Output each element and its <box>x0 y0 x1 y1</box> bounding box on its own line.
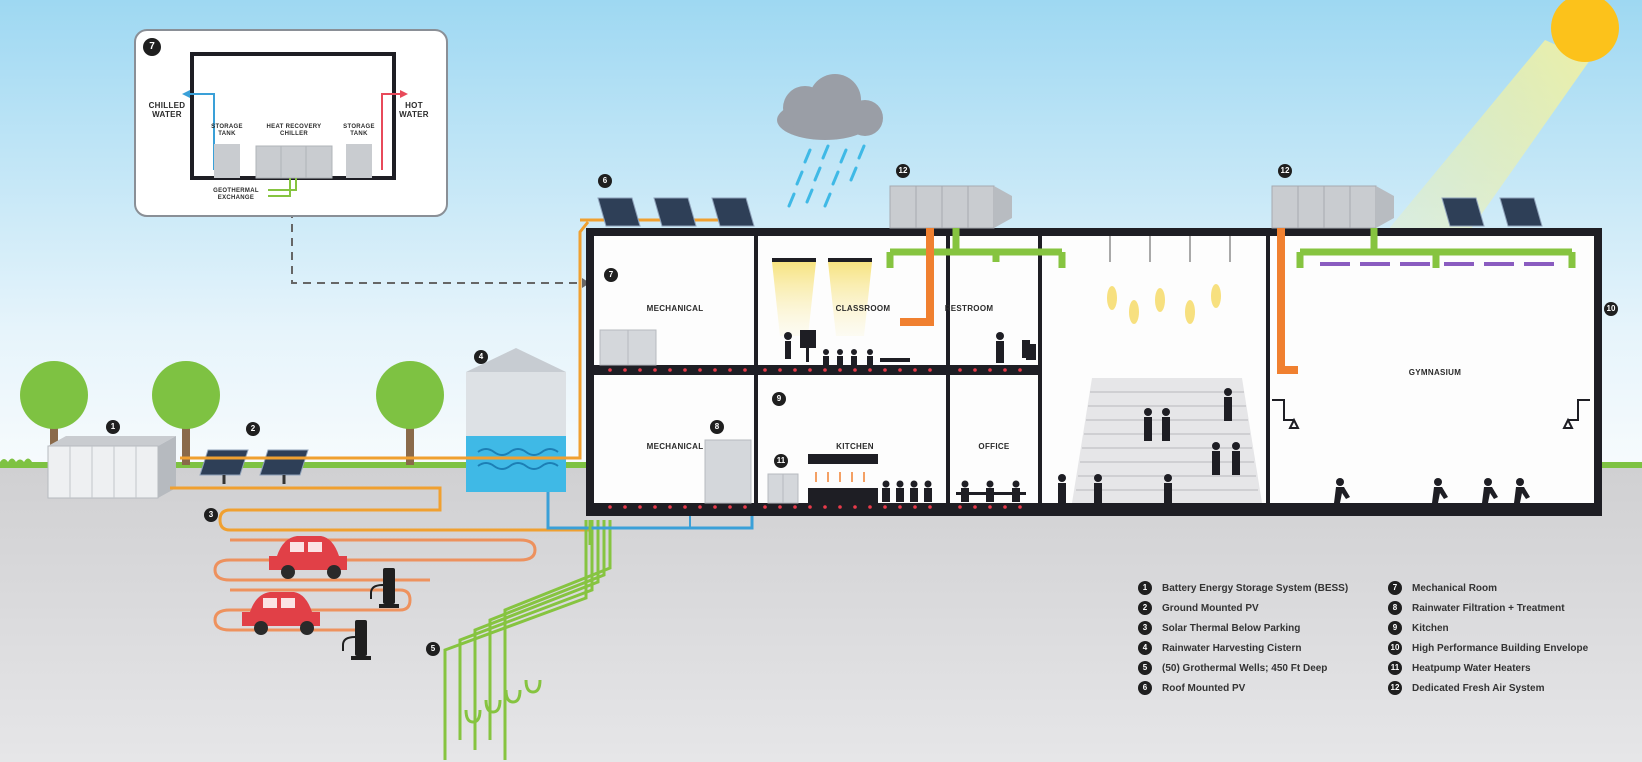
tree-icon <box>152 361 220 465</box>
fresh-air-unit-icon <box>1271 185 1394 229</box>
atrium-pendant-lights <box>1109 236 1231 262</box>
badge-1: 1 <box>106 420 120 434</box>
badge-2: 2 <box>246 422 260 436</box>
legend-label: Rainwater Harvesting Cistern <box>1162 642 1302 654</box>
car-icon <box>269 536 347 579</box>
toilet-icon <box>1026 344 1036 360</box>
sun-icon <box>1551 0 1619 62</box>
legend-label: High Performance Building Envelope <box>1412 642 1589 654</box>
legend-label: Dedicated Fresh Air System <box>1412 682 1545 694</box>
ev-charger-icon <box>342 620 371 660</box>
legend-number: 10 <box>1388 641 1402 655</box>
badge-9: 9 <box>772 392 786 406</box>
legend-number: 3 <box>1138 621 1152 635</box>
legend-label: Heatpump Water Heaters <box>1412 662 1531 674</box>
legend-item: 1 Battery Energy Storage System (BESS) <box>1138 580 1348 596</box>
tree-icon <box>376 361 444 465</box>
legend-number: 5 <box>1138 661 1152 675</box>
legend-label: Kitchen <box>1412 622 1449 634</box>
room-mechanical-lower: MECHANICAL <box>646 442 704 451</box>
legend-number: 1 <box>1138 581 1152 595</box>
kitchen-hood <box>808 454 878 464</box>
rain-cloud-icon <box>777 74 883 208</box>
badge-8: 8 <box>710 420 724 434</box>
fresh-air-duct <box>886 228 1576 374</box>
room-office: OFFICE <box>978 442 1010 451</box>
badge-6: 6 <box>598 174 612 188</box>
legend-number: 8 <box>1388 601 1402 615</box>
rainwater-filtration-unit <box>704 439 752 504</box>
geothermal-exchange-label: GEOTHERMAL EXCHANGE <box>213 188 259 201</box>
legend-number: 12 <box>1388 681 1402 695</box>
legend-number: 2 <box>1138 601 1152 615</box>
room-restroom: RESTROOM <box>944 304 994 313</box>
hot-water-label: HOT WATER <box>399 101 429 119</box>
callout-line <box>291 210 582 284</box>
solar-thermal-loop <box>213 538 537 582</box>
legend-label: Roof Mounted PV <box>1162 682 1246 694</box>
legend-item: 8 Rainwater Filtration + Treatment <box>1388 600 1565 616</box>
chilled-water-label: CHILLED WATER <box>148 101 186 119</box>
legend-number: 4 <box>1138 641 1152 655</box>
legend-item: 9 Kitchen <box>1388 620 1449 636</box>
room-classroom: CLASSROOM <box>835 304 891 313</box>
rainwater-cistern-icon <box>466 348 566 492</box>
badge-5: 5 <box>426 642 440 656</box>
fresh-air-unit-icon <box>889 185 1012 229</box>
badge-10: 10 <box>1604 302 1618 316</box>
storage-tank-left-label: STORAGE TANK <box>211 124 243 137</box>
inset-badge: 7 <box>143 38 161 56</box>
legend-item: 6 Roof Mounted PV <box>1138 680 1245 696</box>
room-gymnasium: GYMNASIUM <box>1408 368 1462 377</box>
ev-charger-icon <box>370 568 399 608</box>
storage-tank-right-label: STORAGE TANK <box>343 124 375 137</box>
legend-label: Mechanical Room <box>1412 582 1498 594</box>
mechanical-room-inset <box>134 29 448 217</box>
legend-label: (50) Grothermal Wells; 450 Ft Deep <box>1162 662 1328 674</box>
badge-3: 3 <box>204 508 218 522</box>
legend-item: 2 Ground Mounted PV <box>1138 600 1259 616</box>
badge-4: 4 <box>474 350 488 364</box>
legend-item: 5 (50) Grothermal Wells; 450 Ft Deep <box>1138 660 1327 676</box>
pv-power-line <box>180 221 590 460</box>
roof-pv-panel-icon <box>597 197 1543 227</box>
badge-11: 11 <box>774 454 788 468</box>
room-kitchen: KITCHEN <box>836 442 874 451</box>
legend-item: 4 Rainwater Harvesting Cistern <box>1138 640 1302 656</box>
heat-recovery-chiller-label: HEAT RECOVERY CHILLER <box>266 124 322 137</box>
ground-pv-panel-icon <box>199 449 309 484</box>
legend-label: Battery Energy Storage System (BESS) <box>1162 582 1349 594</box>
legend-item: 11 Heatpump Water Heaters <box>1388 660 1531 676</box>
car-icon <box>242 592 320 635</box>
legend-label: Solar Thermal Below Parking <box>1162 622 1301 634</box>
legend-label: Rainwater Filtration + Treatment <box>1412 602 1565 614</box>
legend-item: 7 Mechanical Room <box>1388 580 1497 596</box>
legend-item: 10 High Performance Building Envelope <box>1388 640 1588 656</box>
basketball-hoop-icon <box>1272 399 1590 429</box>
tree-icon <box>20 361 88 465</box>
legend-number: 7 <box>1388 581 1402 595</box>
badge-7: 7 <box>604 268 618 282</box>
people-silhouettes <box>784 330 1530 503</box>
legend-item: 12 Dedicated Fresh Air System <box>1388 680 1544 696</box>
solar-thermal-loop <box>213 588 412 632</box>
ceiling-light-icon <box>772 258 872 336</box>
legend-number: 9 <box>1388 621 1402 635</box>
legend-number: 11 <box>1388 661 1402 675</box>
legend-number: 6 <box>1138 681 1152 695</box>
legend-item: 3 Solar Thermal Below Parking <box>1138 620 1300 636</box>
room-mechanical-upper: MECHANICAL <box>646 304 704 313</box>
legend-label: Ground Mounted PV <box>1162 602 1259 614</box>
badge-12-left: 12 <box>896 164 910 178</box>
geothermal-wells <box>443 520 612 760</box>
battery-storage-icon <box>47 436 176 499</box>
solar-thermal-pipe <box>170 486 590 532</box>
badge-12-right: 12 <box>1278 164 1292 178</box>
